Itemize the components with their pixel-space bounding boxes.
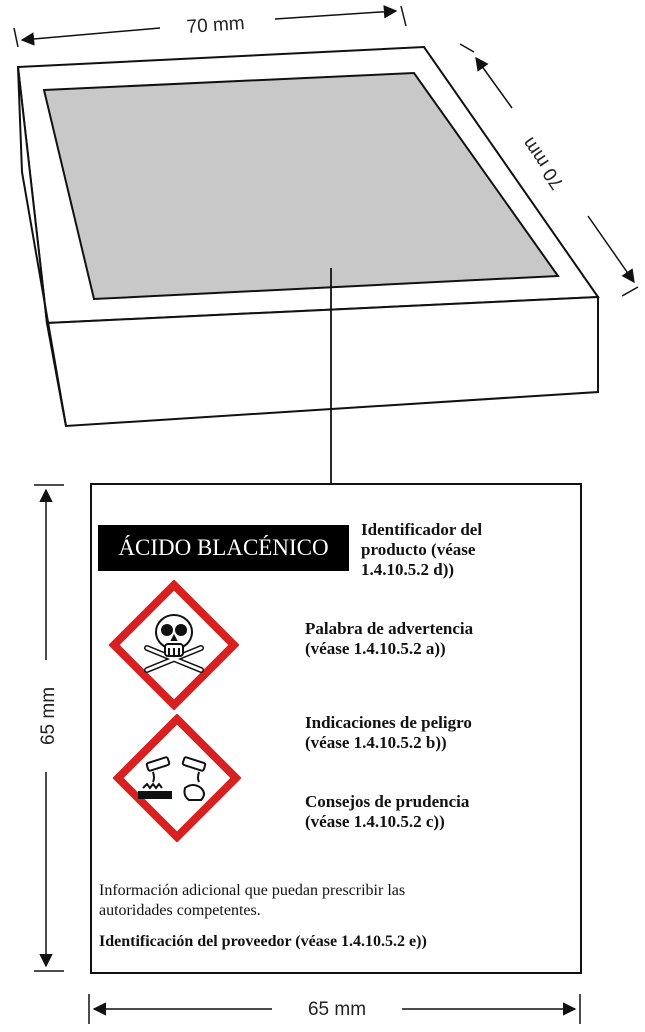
additional-info-note: Información adicional que puedan prescri…: [99, 882, 406, 919]
label-width-label: 65 mm: [308, 999, 366, 1020]
package-box: [16, 45, 600, 483]
package-depth-label: 70 mm: [518, 133, 568, 193]
signal-word-callout: Palabra de advertencia (véase 1.4.10.5.2…: [305, 619, 474, 658]
product-identifier-callout: Identificador del producto (véase 1.4.10…: [361, 520, 483, 579]
product-name: ÁCIDO BLACÉNICO: [98, 525, 349, 571]
label-width-dimension: 65 mm: [88, 994, 581, 1024]
package-width-label: 70 mm: [186, 13, 245, 38]
label-height-dimension: 65 mm: [34, 484, 64, 972]
supplier-identification: Identificación del proveedor (véase 1.4.…: [99, 933, 427, 950]
package-width-dimension: 70 mm: [13, 5, 407, 48]
corrosion-icon: [113, 714, 241, 842]
precautionary-statements-callout: Consejos de prudencia (véase 1.4.10.5.2 …: [305, 792, 470, 831]
skull-crossbones-icon: [109, 580, 239, 710]
label-height-label: 65 mm: [38, 687, 59, 745]
label-area: [42, 71, 560, 301]
hazard-statements-callout: Indicaciones de peligro (véase 1.4.10.5.…: [305, 713, 472, 752]
